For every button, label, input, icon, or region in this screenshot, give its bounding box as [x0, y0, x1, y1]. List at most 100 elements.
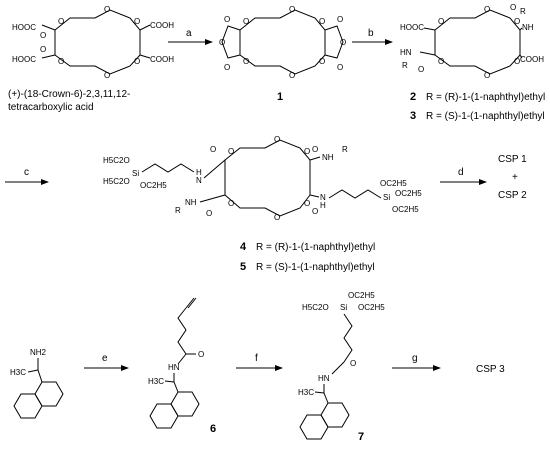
cooh-group: COOH: [150, 21, 174, 30]
methyl-group: H3C: [298, 388, 314, 397]
step-label-g: g: [412, 353, 418, 364]
compound-number-5: 5: [240, 261, 246, 273]
carbonyl-oxygen: O: [510, 3, 516, 12]
plus-sign: +: [512, 172, 518, 183]
compound-4-5: H5C2O Si H5C2O OC2H5 H N O O O O O O O O…: [103, 135, 422, 273]
ring-oxygen: O: [40, 31, 46, 40]
ring-oxygen: O: [289, 5, 295, 14]
compound-2-3: O O O O O O HOOC HN R O R NH O COOH 2 R …: [400, 3, 545, 122]
ring-oxygen: O: [484, 5, 490, 14]
arrow-a: a: [168, 28, 213, 45]
start-name-line2: tetracarboxylic acid: [8, 102, 94, 113]
compound-2-desc: R = (R)-1-(1-naphthyl)ethyl: [426, 92, 545, 103]
ethoxy-group: H5C2O: [103, 177, 130, 186]
compound-1: O O O O O O O O O O O O 1: [219, 5, 346, 103]
ethoxy-group: OC2H5: [392, 205, 419, 214]
ethoxy-group: H5C2O: [302, 303, 329, 312]
ethoxy-group: OC2H5: [380, 179, 407, 188]
compound-number-2: 2: [410, 91, 416, 103]
ethoxy-group: OC2H5: [395, 189, 422, 198]
ring-oxygen: O: [243, 57, 249, 66]
ring-oxygen: O: [228, 199, 234, 208]
ring-oxygen: O: [514, 57, 520, 66]
anhydride-oxygen: O: [340, 38, 346, 47]
ring-oxygen: O: [134, 57, 140, 66]
cooh-group: HOOC: [12, 23, 36, 32]
product-csp-1-2: CSP 1 + CSP 2: [498, 154, 527, 201]
step-label-d: d: [458, 167, 464, 178]
carbonyl-oxygen: O: [337, 63, 343, 72]
carbonyl-oxygen: O: [206, 209, 212, 218]
compound-number-3: 3: [410, 110, 416, 122]
carbonyl-oxygen: O: [224, 63, 230, 72]
ring-oxygen: O: [58, 57, 64, 66]
ring-oxygen: O: [274, 213, 280, 222]
start-name-line1: (+)-(18-Crown-6)-2,3,11,12-: [8, 89, 130, 100]
anhydride-oxygen: O: [219, 38, 225, 47]
carbonyl-oxygen: O: [337, 15, 343, 24]
step-label-c: c: [24, 167, 29, 178]
amide-nh: H: [196, 168, 202, 177]
carbonyl-oxygen: O: [312, 207, 318, 216]
csp-1-label: CSP 1: [498, 154, 527, 165]
ring-oxygen: O: [58, 17, 64, 26]
carbonyl-oxygen: O: [350, 359, 356, 368]
step-label-b: b: [368, 28, 374, 39]
cooh-group: HOOC: [400, 23, 424, 32]
methyl-group: H3C: [10, 368, 26, 377]
ring-oxygen: O: [514, 17, 520, 26]
ring-oxygen: O: [243, 17, 249, 26]
ring-oxygen: O: [274, 135, 280, 144]
arrow-b: b: [352, 28, 393, 45]
amide-nh: HN: [318, 374, 330, 383]
ethoxy-group: OC2H5: [140, 181, 167, 190]
naphthylethylamine: NH2 H3C: [10, 348, 64, 419]
r-group: R: [175, 206, 181, 215]
amide-nh: NH: [322, 153, 334, 162]
ethoxy-group: OC2H5: [348, 291, 375, 300]
carbonyl-oxygen: O: [210, 145, 216, 154]
silicon-atom: Si: [132, 169, 139, 178]
carbonyl-oxygen: O: [224, 15, 230, 24]
ring-oxygen: O: [289, 71, 295, 80]
arrow-f: f: [236, 353, 283, 371]
amide-nh: H: [320, 201, 326, 210]
r-group: R: [342, 145, 348, 154]
compound-number-1: 1: [277, 91, 283, 103]
ring-oxygen: O: [438, 57, 444, 66]
cooh-group: HOOC: [12, 55, 36, 64]
ring-oxygen: O: [304, 147, 310, 156]
ring-oxygen: O: [104, 5, 110, 14]
carbonyl-oxygen: O: [312, 145, 318, 154]
methyl-group: H3C: [148, 377, 164, 386]
compound-number-7: 7: [358, 431, 364, 443]
cooh-group: COOH: [520, 55, 544, 64]
amide-n: N: [196, 176, 202, 185]
cooh-group: COOH: [150, 55, 174, 64]
carbonyl-oxygen: O: [418, 65, 424, 74]
ring-oxygen: O: [104, 71, 110, 80]
compound-6: O HN H3C 6: [148, 297, 216, 435]
r-group: R: [402, 61, 408, 70]
ring-oxygen: O: [40, 45, 46, 54]
compound-5-desc: R = (S)-1-(1-naphthyl)ethyl: [256, 262, 375, 273]
amide-nh: HN: [400, 48, 412, 57]
compound-number-6: 6: [210, 423, 216, 435]
amide-nh: NH: [522, 23, 534, 32]
arrow-e: e: [84, 353, 129, 371]
carbonyl-oxygen: O: [198, 350, 204, 359]
ethoxy-group: OC2H5: [358, 303, 385, 312]
ring-oxygen: O: [304, 199, 310, 208]
compound-3-desc: R = (S)-1-(1-naphthyl)ethyl: [426, 111, 545, 122]
amide-nh: NH: [185, 198, 197, 207]
step-label-e: e: [102, 353, 108, 364]
compound-number-4: 4: [240, 241, 247, 253]
step-label-f: f: [255, 353, 258, 364]
ring-oxygen: O: [228, 147, 234, 156]
arrow-g: g: [392, 353, 441, 371]
compound-4-desc: R = (R)-1-(1-naphthyl)ethyl: [256, 242, 375, 253]
ring-oxygen: O: [319, 57, 325, 66]
r-group: R: [520, 7, 526, 16]
ring-oxygen: O: [134, 17, 140, 26]
